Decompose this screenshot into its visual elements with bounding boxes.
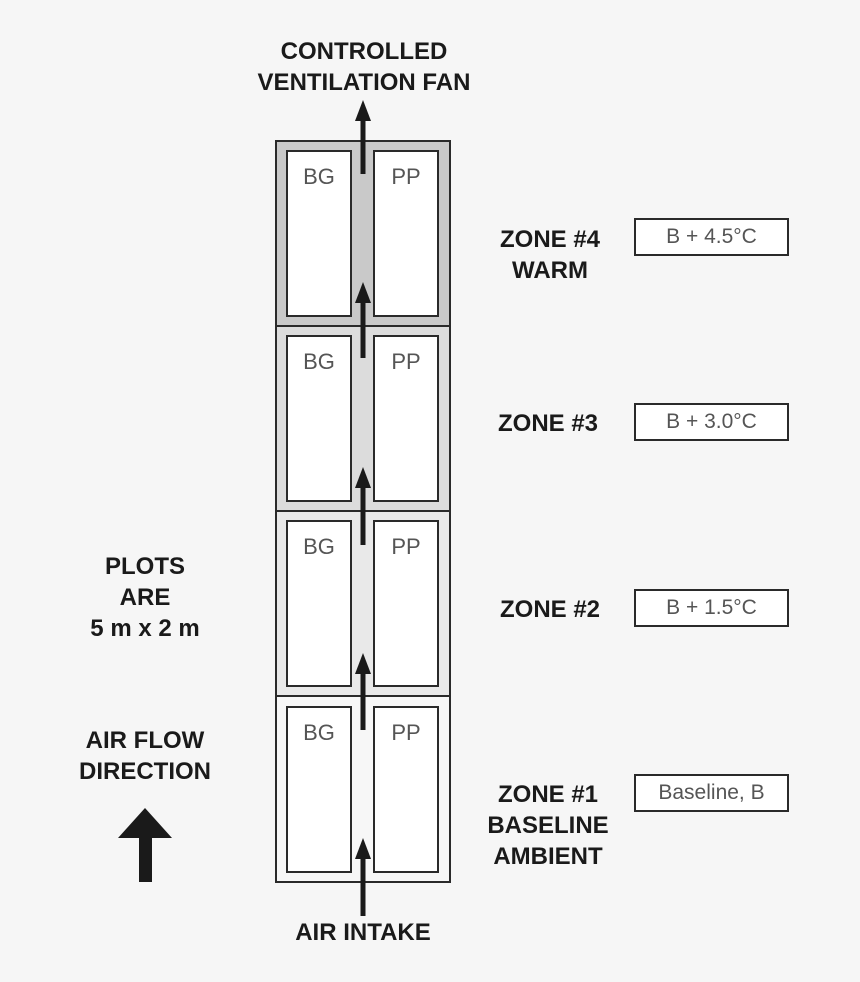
zone-4-arrow-head bbox=[355, 282, 371, 303]
air-intake-label: AIR INTAKE bbox=[295, 919, 431, 946]
zone-3-bg-label: BG bbox=[303, 349, 335, 374]
zone-3-plot-pp bbox=[373, 335, 439, 502]
zone-2-label: ZONE #2 bbox=[470, 594, 630, 625]
zone-3-temperature-box: B + 3.0°C bbox=[634, 403, 789, 441]
airflow-up-arrow-icon bbox=[118, 808, 172, 882]
zone-2-temperature-box: B + 1.5°C bbox=[634, 589, 789, 627]
zone-3-pp-label: PP bbox=[391, 349, 420, 374]
intake-arrow-head bbox=[355, 838, 371, 859]
zone-1-label: ZONE #1 BASELINE AMBIENT bbox=[468, 779, 628, 872]
zone-3-label: ZONE #3 bbox=[468, 408, 628, 439]
zone-4-plot-pp bbox=[373, 150, 439, 317]
zone-4-pp-label: PP bbox=[391, 164, 420, 189]
zone-1-subtitle: BASELINE bbox=[487, 812, 609, 839]
zone-4-temperature-box: B + 4.5°C bbox=[634, 218, 789, 256]
zone-1-name: ZONE #1 bbox=[497, 781, 599, 808]
plots-note-line2: ARE bbox=[119, 584, 171, 611]
zone-2-name: ZONE #2 bbox=[499, 596, 601, 623]
fan-label: CONTROLLED VENTILATION FAN bbox=[200, 36, 528, 98]
zone-4-bg-label: BG bbox=[303, 164, 335, 189]
zone-3-name: ZONE #3 bbox=[497, 410, 599, 437]
airflow-note-line1: AIR FLOW bbox=[85, 727, 205, 754]
zone-2-plot-pp bbox=[373, 520, 439, 687]
zone-4-subtitle: WARM bbox=[512, 257, 588, 284]
zone-1-subtitle2: AMBIENT bbox=[493, 843, 603, 870]
zone-1-plot-bg bbox=[286, 706, 352, 873]
airflow-note-line2: DIRECTION bbox=[79, 758, 211, 785]
fan-label-line1: CONTROLLED bbox=[280, 38, 448, 65]
airflow-arrow-head bbox=[118, 808, 172, 838]
zone-4-plot-bg bbox=[286, 150, 352, 317]
zone-2-arrow-head bbox=[355, 653, 371, 674]
zone-3-arrow-head bbox=[355, 467, 371, 488]
plots-note-line1: PLOTS bbox=[104, 553, 185, 580]
exhaust-arrow-head bbox=[355, 100, 371, 121]
zone-1-bg-label: BG bbox=[303, 720, 335, 745]
plots-size-note: PLOTS ARE 5 m x 2 m bbox=[60, 551, 230, 644]
zone-3-plot-bg bbox=[286, 335, 352, 502]
zone-2-bg-label: BG bbox=[303, 534, 335, 559]
zone-1-pp-label: PP bbox=[391, 720, 420, 745]
zone-4-label: ZONE #4 WARM bbox=[470, 224, 630, 286]
airflow-direction-note: AIR FLOW DIRECTION bbox=[50, 725, 240, 787]
plots-note-line3: 5 m x 2 m bbox=[90, 615, 200, 642]
zone-2-plot-bg bbox=[286, 520, 352, 687]
airflow-arrow-shaft bbox=[139, 834, 152, 882]
zone-1-plot-pp bbox=[373, 706, 439, 873]
fan-label-line2: VENTILATION FAN bbox=[257, 69, 471, 96]
zone-1-temperature-box: Baseline, B bbox=[634, 774, 789, 812]
zone-4-name: ZONE #4 bbox=[499, 226, 601, 253]
zone-2-pp-label: PP bbox=[391, 534, 420, 559]
